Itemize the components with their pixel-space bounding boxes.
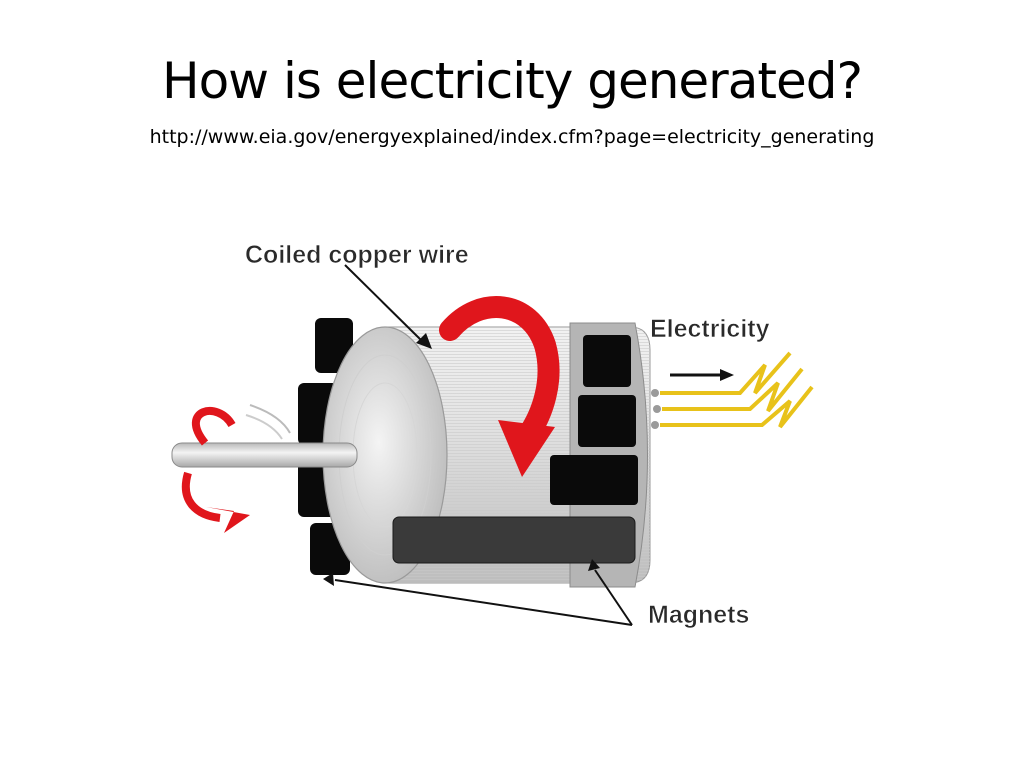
coil-leader-arrow [344, 264, 432, 349]
cylinder-rotation-arrow-icon [439, 296, 560, 477]
label-electricity: Electricity [650, 315, 770, 343]
direction-arrow-icon [670, 369, 734, 381]
generator-diagram: Coiled copper wire Electricity Magnets [171, 241, 814, 629]
label-coiled-copper-wire: Coiled copper wire [245, 241, 469, 269]
rotation-arrow-icon [181, 404, 291, 533]
magnet-bottom [392, 516, 636, 564]
magnet-right-3 [550, 455, 638, 505]
magnet-right-1 [583, 335, 631, 387]
magnet-right-2 [578, 395, 636, 447]
magnets-leader-arrows [323, 559, 633, 626]
label-magnets: Magnets [648, 601, 749, 629]
source-url: http://www.eia.gov/energyexplained/index… [149, 126, 875, 148]
lightning-bolt-icon [660, 351, 814, 429]
shaft [171, 442, 358, 468]
page-title: How is electricity generated? [161, 52, 863, 110]
